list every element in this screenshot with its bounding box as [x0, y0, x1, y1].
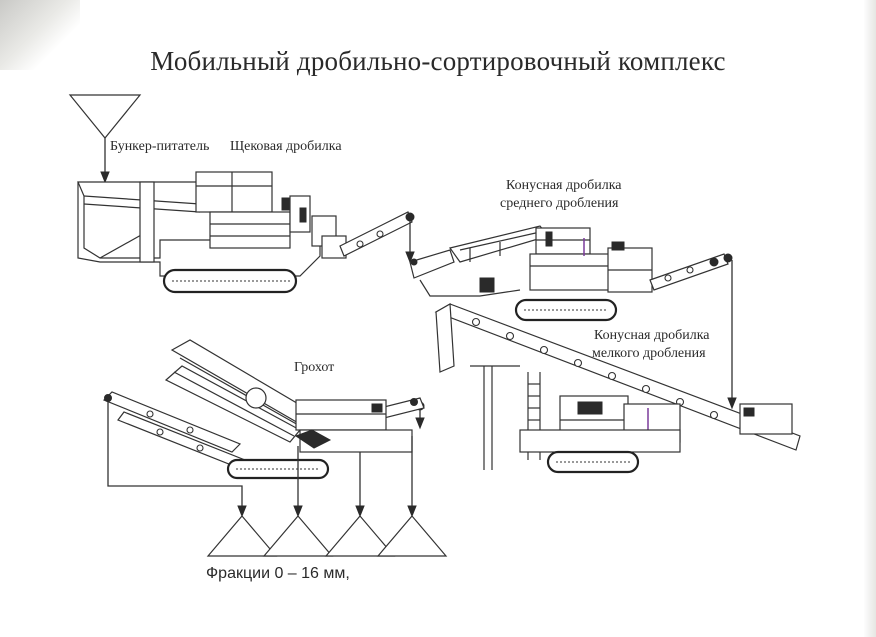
- cone-crusher-medium-unit: [409, 225, 733, 322]
- label-cone-crusher-fine-line1: Конусная дробилка: [594, 328, 710, 343]
- screen-unit: [102, 339, 425, 480]
- cone-crusher-fine-unit: [434, 303, 801, 474]
- label-fractions: Фракции 0 – 16 мм,: [206, 565, 350, 582]
- label-cone-crusher-medium-line2: среднего дробления: [500, 196, 619, 211]
- fraction-piles: [206, 515, 448, 557]
- scan-edge: [864, 0, 876, 637]
- flow-jaw-to-cone-mid: [405, 221, 415, 264]
- label-cone-crusher-medium-line1: Конусная дробилка: [506, 178, 622, 193]
- hopper-symbol: [68, 94, 142, 184]
- fraction-flows: [107, 402, 417, 518]
- label-hopper-feeder: Бункер-питатель: [110, 139, 210, 154]
- label-screen: Грохот: [294, 360, 335, 375]
- scan-shadow: [0, 0, 80, 70]
- flow-cone-mid-to-cone-fine: [727, 260, 737, 410]
- diagram-title: Мобильный дробильно-сортировочный компле…: [150, 46, 726, 76]
- label-jaw-crusher: Щековая дробилка: [230, 139, 342, 154]
- label-cone-crusher-fine-line2: мелкого дробления: [592, 346, 706, 361]
- jaw-crusher-unit: [77, 171, 415, 294]
